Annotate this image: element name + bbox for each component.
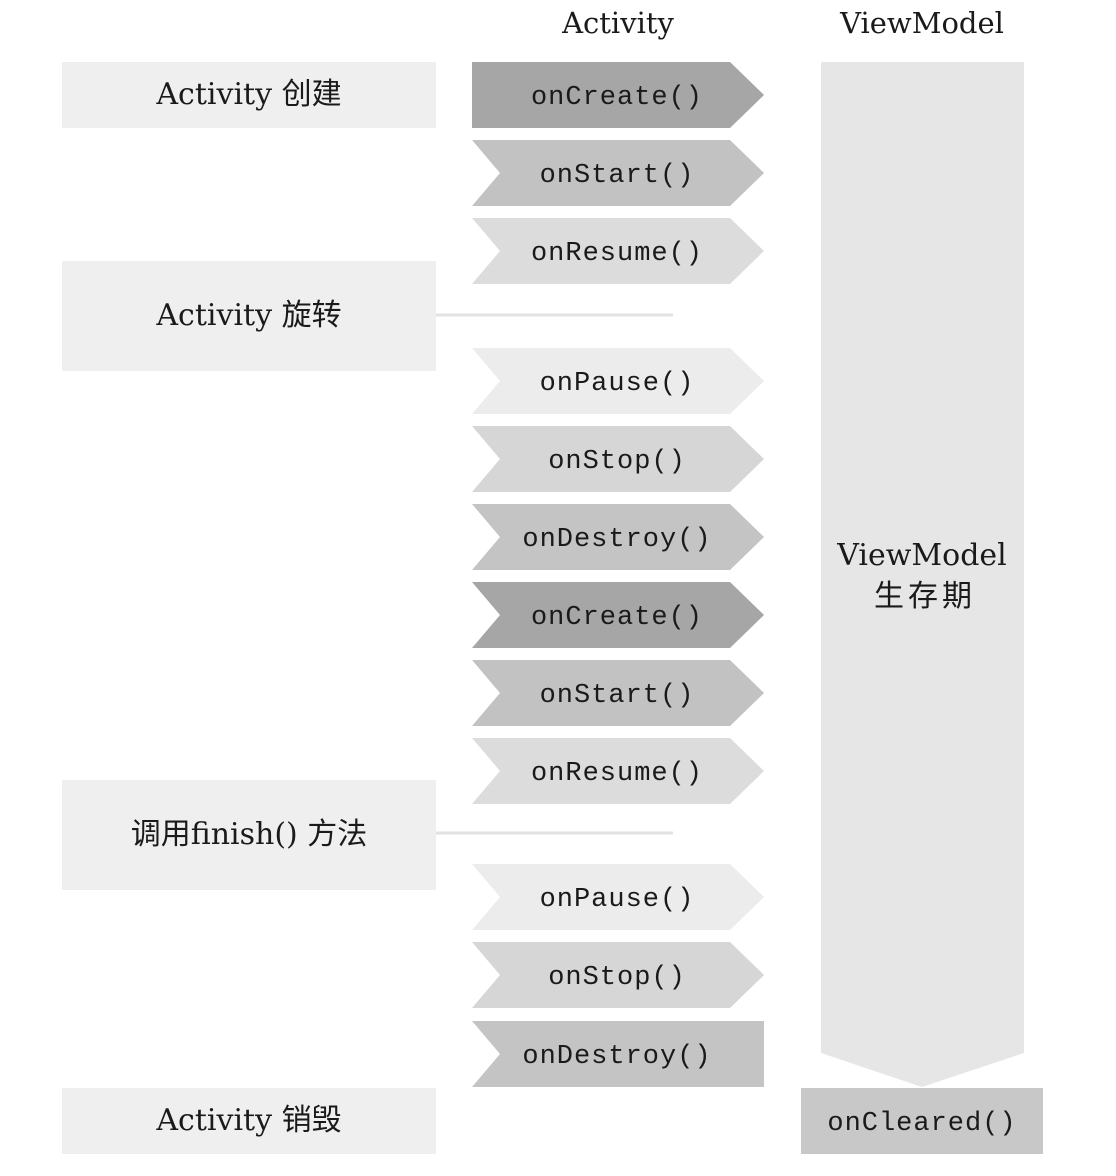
- callback-onstart: onStart(): [472, 140, 764, 206]
- activity-column-header: Activity: [561, 6, 674, 40]
- callback-onresume: onResume(): [472, 218, 764, 284]
- callback-label: onResume(): [531, 759, 703, 789]
- event-label: Activity 旋转: [155, 298, 341, 333]
- callback-onpause-2: onPause(): [472, 864, 764, 930]
- viewmodel-oncleared-box: onCleared(): [801, 1088, 1043, 1154]
- event-label: Activity 销毁: [155, 1103, 341, 1138]
- event-activity-rotated: Activity 旋转: [62, 261, 673, 371]
- viewmodel-scope-label-line2: 生存期: [874, 579, 976, 614]
- event-activity-created: Activity 创建: [62, 62, 436, 128]
- callback-ondestroy-2: onDestroy(): [472, 1021, 764, 1087]
- callback-label: onPause(): [540, 369, 695, 399]
- oncleared-label: onCleared(): [827, 1109, 1016, 1139]
- callback-onstart-2: onStart(): [472, 660, 764, 726]
- callback-label: onCreate(): [531, 83, 703, 113]
- callback-label: onDestroy(): [522, 525, 711, 555]
- viewmodel-scope-label-line1: ViewModel: [836, 538, 1007, 573]
- callback-onresume-2: onResume(): [472, 738, 764, 804]
- event-finish-called: 调用finish() 方法: [62, 780, 673, 890]
- event-label: 调用finish() 方法: [131, 817, 368, 852]
- callback-onstop-2: onStop(): [472, 942, 764, 1008]
- callback-onpause: onPause(): [472, 348, 764, 414]
- event-label: Activity 创建: [155, 77, 341, 112]
- event-activity-destroyed: Activity 销毁: [62, 1088, 436, 1154]
- callback-oncreate: onCreate(): [472, 62, 764, 128]
- viewmodel-lifetime-arrow: ViewModel 生存期: [821, 62, 1024, 1087]
- callback-label: onStop(): [548, 447, 686, 477]
- callback-label: onStart(): [540, 681, 695, 711]
- callback-label: onPause(): [540, 885, 695, 915]
- callback-onstop: onStop(): [472, 426, 764, 492]
- callback-label: onStart(): [540, 161, 695, 191]
- callback-label: onDestroy(): [522, 1042, 711, 1072]
- callback-label: onStop(): [548, 963, 686, 993]
- viewmodel-column-header: ViewModel: [839, 6, 1004, 40]
- callback-label: onResume(): [531, 239, 703, 269]
- callback-label: onCreate(): [531, 603, 703, 633]
- callback-oncreate-2: onCreate(): [472, 582, 764, 648]
- callback-ondestroy: onDestroy(): [472, 504, 764, 570]
